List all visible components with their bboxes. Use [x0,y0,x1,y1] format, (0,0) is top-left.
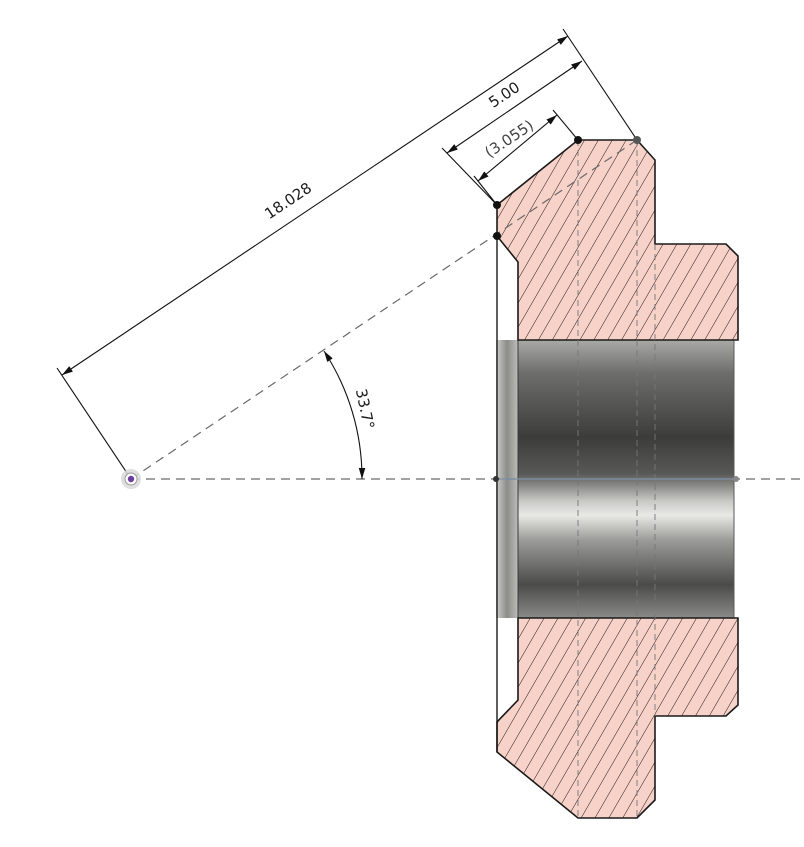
sketch-origin-point-icon[interactable] [121,469,141,489]
dimension-label-5-00[interactable]: 5.00 [485,78,523,112]
dimension-label-18-028[interactable]: 18.028 [261,179,315,223]
angle-arc [323,350,366,480]
lower-section[interactable] [496,617,739,819]
dimension-line-18-028 [61,35,569,376]
vertex-point-icon[interactable] [493,201,501,209]
extension-line-3-055-left [473,175,498,206]
upper-section[interactable] [496,139,739,341]
dimension-angle-33-7[interactable]: 33.7° [323,350,378,480]
axis-point-icon[interactable] [733,476,739,482]
sketch-vertices[interactable] [493,136,739,482]
extension-line-3-055-right [552,109,579,141]
extension-line-right [562,28,638,141]
dimension-line-3-055 [477,114,558,182]
extension-line-left [56,367,132,480]
vertex-point-icon[interactable] [633,136,641,144]
vertex-point-icon[interactable] [493,232,501,240]
extension-line-5-00-left [441,147,498,206]
vertex-point-icon[interactable] [574,136,582,144]
axis-point-icon[interactable] [493,476,499,482]
dimension-line-5-00 [446,60,583,154]
